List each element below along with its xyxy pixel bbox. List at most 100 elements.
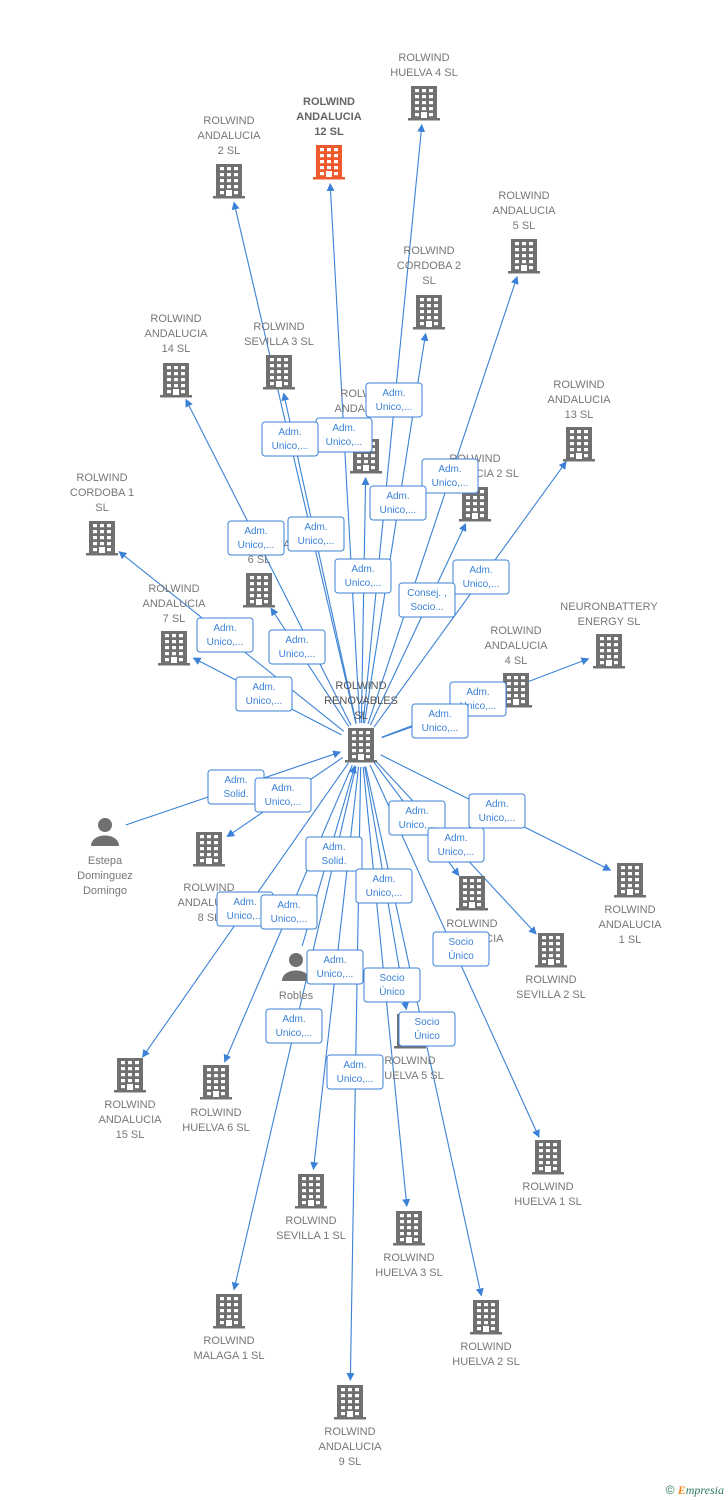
building-icon [158, 631, 190, 666]
relation-label-box [398, 1011, 456, 1047]
relation-label-text: Unico,... [207, 637, 244, 648]
relation-label-malaga1[interactable]: Adm.Unico,... [265, 1008, 323, 1044]
building-icon [532, 1140, 564, 1175]
relation-label-sevilla1[interactable]: Adm.Unico,... [306, 949, 364, 985]
relation-label-a2[interactable]: Consej. ,Socio... [398, 582, 456, 618]
relation-label-and13[interactable]: Adm.Unico,... [452, 559, 510, 595]
building-icon [114, 1058, 146, 1093]
relation-label-text: Adm. [466, 687, 489, 698]
relation-label-cordoba1[interactable]: Adm.Unico,... [196, 617, 254, 653]
building-icon [408, 86, 440, 121]
edge-renovables-and12 [326, 182, 361, 724]
relation-label-text: Unico,... [380, 505, 417, 516]
relation-label-text: Unico,... [337, 1074, 374, 1085]
relation-label-text: Único [414, 1029, 440, 1042]
node-label: CORDOBA 2 [397, 260, 461, 272]
relation-label-text: Adm. [405, 806, 428, 817]
node-label: HUELVA 1 SL [514, 1196, 581, 1208]
node-label: ROLWIND [324, 1426, 375, 1438]
relation-label-cordoba2[interactable]: Adm.Unico,... [369, 485, 427, 521]
relation-label-box [254, 777, 312, 813]
relation-label-and5[interactable]: Adm.Unico,... [421, 458, 479, 494]
relation-label-and9[interactable]: Adm. Unico,... [326, 1054, 384, 1090]
relation-label-text: Adm. [428, 709, 451, 720]
node-label: ROLWIND [446, 918, 497, 930]
node-label: ANDALUCIA [296, 111, 361, 123]
relation-label-and8[interactable]: Adm.Unico,... [254, 777, 312, 813]
node-label: ROLWIND [285, 1215, 336, 1227]
node-label: ROLWIND [253, 321, 304, 333]
relation-label-text: Unico,... [246, 696, 283, 707]
relation-label-sevilla3[interactable]: Adm.Unico,... [287, 516, 345, 552]
relation-label-and2[interactable]: Adm.Unico,... [261, 421, 319, 457]
building-icon [563, 427, 595, 462]
relation-label-and12[interactable]: Adm.Unico,... [315, 417, 373, 453]
relation-label-and4[interactable]: Adm.Unico,... [411, 703, 469, 739]
relation-label-text: Adm. [322, 842, 345, 853]
relation-label-huelva4[interactable]: Adm.Unico,... [365, 382, 423, 418]
relation-label-text: Adm. [252, 682, 275, 693]
relation-label-huelva5[interactable]: Adm.Unico,... [355, 868, 413, 904]
relation-label-text: Socio [448, 937, 473, 948]
node-label: HUELVA 5 SL [376, 1070, 443, 1082]
building-icon [500, 673, 532, 708]
relation-label-text: Socio [379, 973, 404, 984]
relation-label-text: Unico,... [326, 437, 363, 448]
node-label: Domingo [83, 885, 127, 897]
relation-label-sevilla2[interactable]: Adm.Unico,... [427, 827, 485, 863]
node-label: ROLWIND [203, 115, 254, 127]
relation-label-and1[interactable]: Adm.Unico,... [468, 793, 526, 829]
relation-label-box [305, 836, 363, 872]
relation-label-and7[interactable]: Adm. Unico,... [235, 676, 293, 712]
node-label: ANDALUCIA [145, 328, 209, 340]
building-icon [86, 521, 118, 556]
node-label: Estepa [88, 855, 123, 867]
node-label: ROLWIND [553, 379, 604, 391]
relation-label-and6[interactable]: Adm.Unico,... [268, 629, 326, 665]
relation-label-and15[interactable]: Adm.Unico,... [216, 891, 274, 927]
relation-label-text: Adm. [233, 897, 256, 908]
node-label: 1 SL [619, 934, 642, 946]
relation-label-andx[interactable]: Adm.Unico,... [334, 558, 392, 594]
building-icon [593, 634, 625, 669]
node-robles[interactable]: Robles [279, 953, 314, 1002]
relation-label-robles[interactable]: Adm.Solid. [305, 836, 363, 872]
relation-label-box [326, 1054, 384, 1090]
relation-label-and14[interactable]: Adm.Unico,... [227, 520, 285, 556]
edge-renovables-and14 [185, 398, 352, 726]
node-label: SL [95, 502, 108, 514]
relation-label-text: Consej. , [407, 588, 446, 599]
relation-label-text: Adm. [343, 1060, 366, 1071]
relation-label-and10[interactable]: Adm.Unico,... [388, 800, 446, 836]
relation-label-huelva6[interactable]: Adm.Unico,... [260, 894, 318, 930]
node-label: 13 SL [565, 409, 594, 421]
